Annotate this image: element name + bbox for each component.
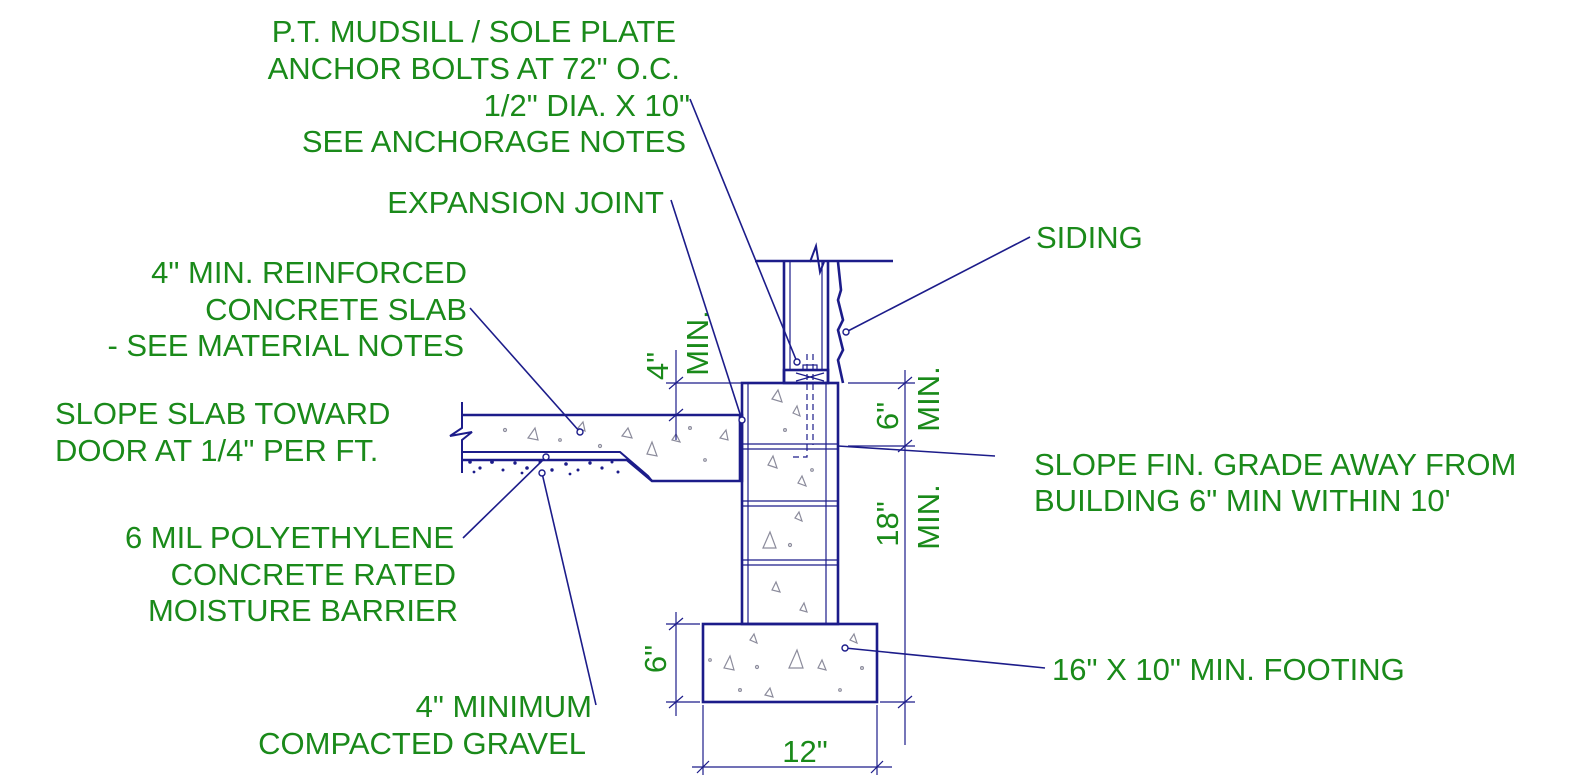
mudsill-leader (689, 98, 798, 363)
footing (701, 622, 879, 704)
gravel-label: 4" MINIMUM COMPACTED GRAVEL (258, 689, 592, 761)
gravel-line-1: 4" MINIMUM (416, 689, 592, 724)
gravel-leader (541, 472, 597, 706)
dim-slab-min: MIN. (680, 310, 715, 375)
grade-line-2: BUILDING 6" MIN WITHIN 10' (1034, 483, 1451, 518)
mudsill-line-1: P.T. MUDSILL / SOLE PLATE (272, 14, 676, 49)
poly-line-2: CONCRETE RATED (171, 557, 456, 592)
slab-line-1: 4" MIN. REINFORCED (151, 255, 467, 290)
dimension-lines (666, 350, 915, 775)
footing-aggregate (708, 632, 864, 698)
slab-line-2: CONCRETE SLAB (205, 292, 467, 327)
slope-slab-line-1: SLOPE SLAB TOWARD (55, 396, 390, 431)
expansion-leader (670, 199, 743, 421)
mudsill-label: P.T. MUDSILL / SOLE PLATE ANCHOR BOLTS A… (268, 14, 690, 159)
dim-footing-6: 6" (638, 645, 673, 673)
stem-wall (740, 381, 840, 626)
poly-label: 6 MIL POLYETHYLENE CONCRETE RATED MOISTU… (125, 520, 458, 628)
poly-leader (462, 456, 547, 539)
finish-grade-line (837, 445, 996, 457)
anchor-bolt (789, 354, 825, 458)
grade-label: SLOPE FIN. GRADE AWAY FROM BUILDING 6" M… (1034, 447, 1516, 518)
slab-leader (469, 307, 581, 433)
dim-wall-18: 18" (870, 501, 905, 547)
slab-label: 4" MIN. REINFORCED CONCRETE SLAB - SEE M… (107, 255, 467, 363)
poly-line-1: 6 MIL POLYETHYLENE (125, 520, 454, 555)
leaders (462, 98, 1046, 706)
siding (836, 261, 845, 384)
leader-dots (538, 328, 850, 652)
dim-wall-18-min: MIN. (911, 484, 946, 549)
dim-wall-6: 6" (870, 402, 905, 430)
poly-line-3: MOISTURE BARRIER (148, 593, 458, 628)
dim-slab-4: 4" (640, 352, 675, 380)
stud-wall (755, 242, 893, 385)
slab-line-3: - SEE MATERIAL NOTES (107, 328, 464, 363)
siding-label: SIDING (1036, 220, 1143, 255)
slope-slab-label: SLOPE SLAB TOWARD DOOR AT 1/4" PER FT. (55, 396, 390, 468)
dim-footing-12: 12" (782, 734, 828, 769)
footing-label: 16" X 10" MIN. FOOTING (1052, 652, 1405, 687)
footing-leader (844, 647, 1046, 669)
gravel-line-2: COMPACTED GRAVEL (258, 726, 586, 761)
slab-break-line (449, 402, 473, 473)
wall-aggregate (762, 388, 814, 613)
slope-slab-line-2: DOOR AT 1/4" PER FT. (55, 433, 378, 468)
slab-aggregate (502, 420, 729, 462)
mudsill-line-3: 1/2" DIA. X 10" (484, 88, 690, 123)
mudsill-line-2: ANCHOR BOLTS AT 72" O.C. (268, 51, 680, 86)
expansion-joint-label: EXPANSION JOINT (387, 185, 664, 220)
dim-wall-6-min: MIN. (911, 366, 946, 431)
grade-line-1: SLOPE FIN. GRADE AWAY FROM (1034, 447, 1516, 482)
mudsill-line-4: SEE ANCHORAGE NOTES (302, 124, 686, 159)
vapor-barrier (462, 451, 653, 482)
siding-leader (845, 236, 1031, 333)
stem-wall-courses (742, 383, 838, 624)
